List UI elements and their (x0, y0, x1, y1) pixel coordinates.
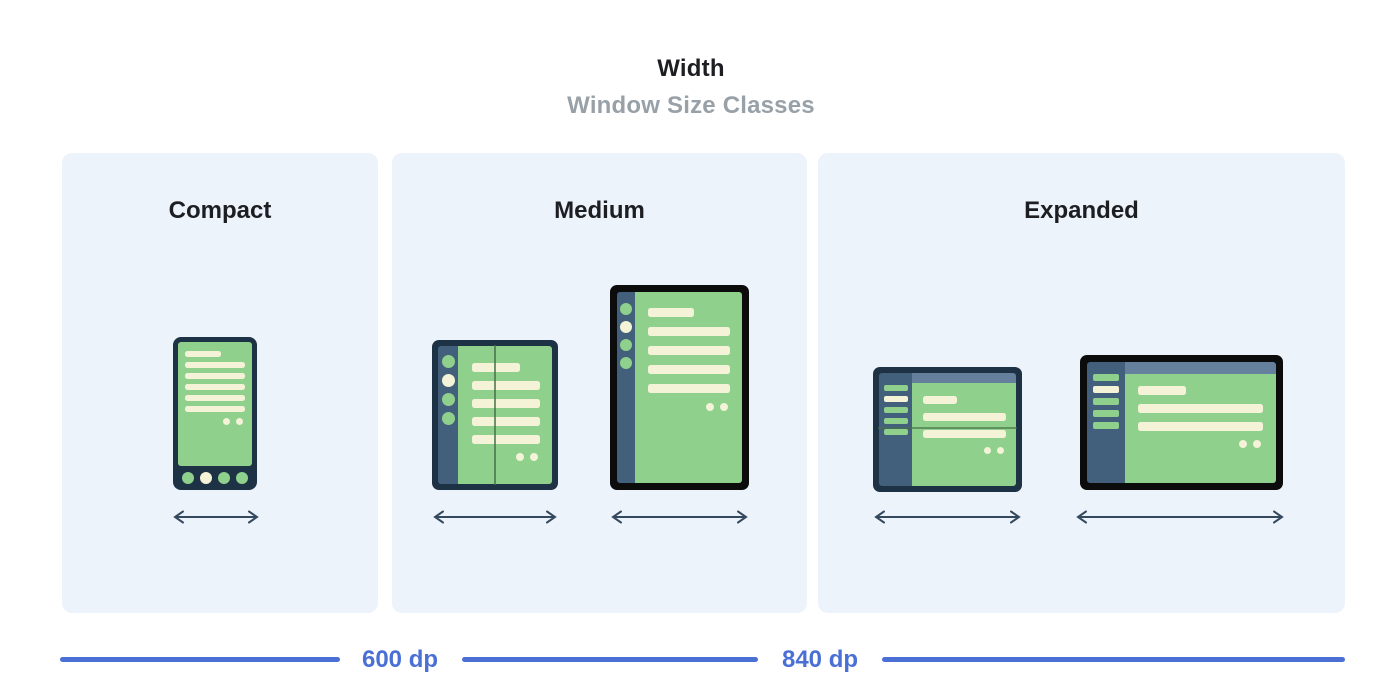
content-line (185, 395, 245, 401)
breakpoint-ruler: 600 dp 840 dp (0, 644, 1382, 676)
nav-dot (218, 472, 230, 484)
width-arrow-icon (874, 510, 1021, 524)
content-area (458, 346, 552, 484)
tablet-portrait-illustration (610, 285, 749, 490)
nav-dot-selected (200, 472, 212, 484)
ruler-line (882, 657, 1345, 662)
panel-medium: Medium (392, 153, 807, 613)
title-line (472, 363, 520, 372)
panel-expanded: Expanded (818, 153, 1345, 613)
content-line (185, 406, 245, 412)
panel-medium-title: Medium (554, 197, 645, 224)
title-line (185, 351, 221, 357)
nav-item-bar (883, 418, 908, 424)
nav-sidebar (879, 373, 912, 486)
content-area (635, 292, 742, 483)
nav-rail (438, 346, 458, 484)
fold-crease (878, 427, 1017, 429)
fold-crease (494, 345, 496, 485)
action-dots (648, 403, 730, 411)
width-arrow-icon (611, 510, 748, 524)
content-line (923, 413, 1006, 421)
content-line (185, 362, 245, 368)
tablet-landscape-illustration (1080, 355, 1283, 490)
content-line (648, 327, 730, 336)
content-line (1138, 404, 1263, 413)
content-line (648, 346, 730, 355)
nav-dot (620, 339, 632, 351)
nav-rail (617, 292, 635, 483)
action-dots (1138, 440, 1263, 448)
nav-item-bar (883, 407, 908, 413)
content-line (472, 417, 540, 426)
content-line (472, 435, 540, 444)
title-line (1138, 386, 1186, 395)
content-line (472, 381, 540, 390)
nav-dot (441, 412, 455, 425)
diagram-title: Width (657, 55, 725, 82)
foldable-screen (879, 373, 1016, 486)
nav-dot (236, 472, 248, 484)
content-line (185, 384, 245, 390)
foldable-landscape-illustration (873, 367, 1022, 492)
main-pane (1125, 362, 1276, 483)
nav-dot (182, 472, 194, 484)
nav-item-bar-selected (1093, 386, 1119, 393)
foldable-screen (438, 346, 552, 484)
content-line (923, 430, 1006, 438)
content-line (648, 365, 730, 374)
app-top-bar (912, 373, 1016, 383)
panel-expanded-title: Expanded (1024, 197, 1139, 224)
content-line (648, 384, 730, 393)
tablet-screen (1087, 362, 1276, 483)
panel-compact-title: Compact (168, 197, 272, 224)
panel-compact: Compact (62, 153, 378, 613)
nav-item-bar (1093, 410, 1119, 417)
title-line (923, 396, 957, 404)
breakpoint-840dp-label: 840 dp (781, 646, 859, 673)
content-line (185, 373, 245, 379)
app-top-bar (1125, 362, 1276, 374)
action-dots (923, 447, 1006, 454)
content-area (1125, 374, 1276, 483)
content-line (472, 399, 540, 408)
content-line (1138, 422, 1263, 431)
nav-dot-selected (620, 321, 632, 333)
content-area (912, 383, 1016, 486)
nav-dot (620, 303, 632, 315)
nav-item-bar (1093, 422, 1119, 429)
nav-item-bar (883, 429, 908, 435)
action-dots (185, 418, 245, 425)
action-dots (472, 453, 540, 461)
phone-portrait-illustration (173, 337, 257, 490)
main-pane (912, 373, 1016, 486)
width-arrow-icon (1076, 510, 1284, 524)
nav-item-bar (883, 385, 908, 391)
nav-dot (441, 355, 455, 368)
nav-item-bar-selected (883, 396, 908, 402)
width-arrow-icon (433, 510, 557, 524)
ruler-line (60, 657, 340, 662)
width-arrow-icon (173, 510, 259, 524)
nav-sidebar (1087, 362, 1125, 483)
phone-nav-bar (178, 466, 252, 490)
tablet-screen (617, 292, 742, 483)
title-line (648, 308, 694, 317)
nav-item-bar (1093, 374, 1119, 381)
breakpoint-600dp-label: 600 dp (361, 646, 439, 673)
nav-dot (441, 393, 455, 406)
nav-dot-selected (441, 374, 455, 387)
foldable-portrait-illustration (432, 340, 558, 490)
nav-item-bar (1093, 398, 1119, 405)
ruler-line (462, 657, 758, 662)
nav-dot (620, 357, 632, 369)
diagram-subtitle: Window Size Classes (567, 92, 815, 119)
phone-screen (178, 342, 252, 466)
